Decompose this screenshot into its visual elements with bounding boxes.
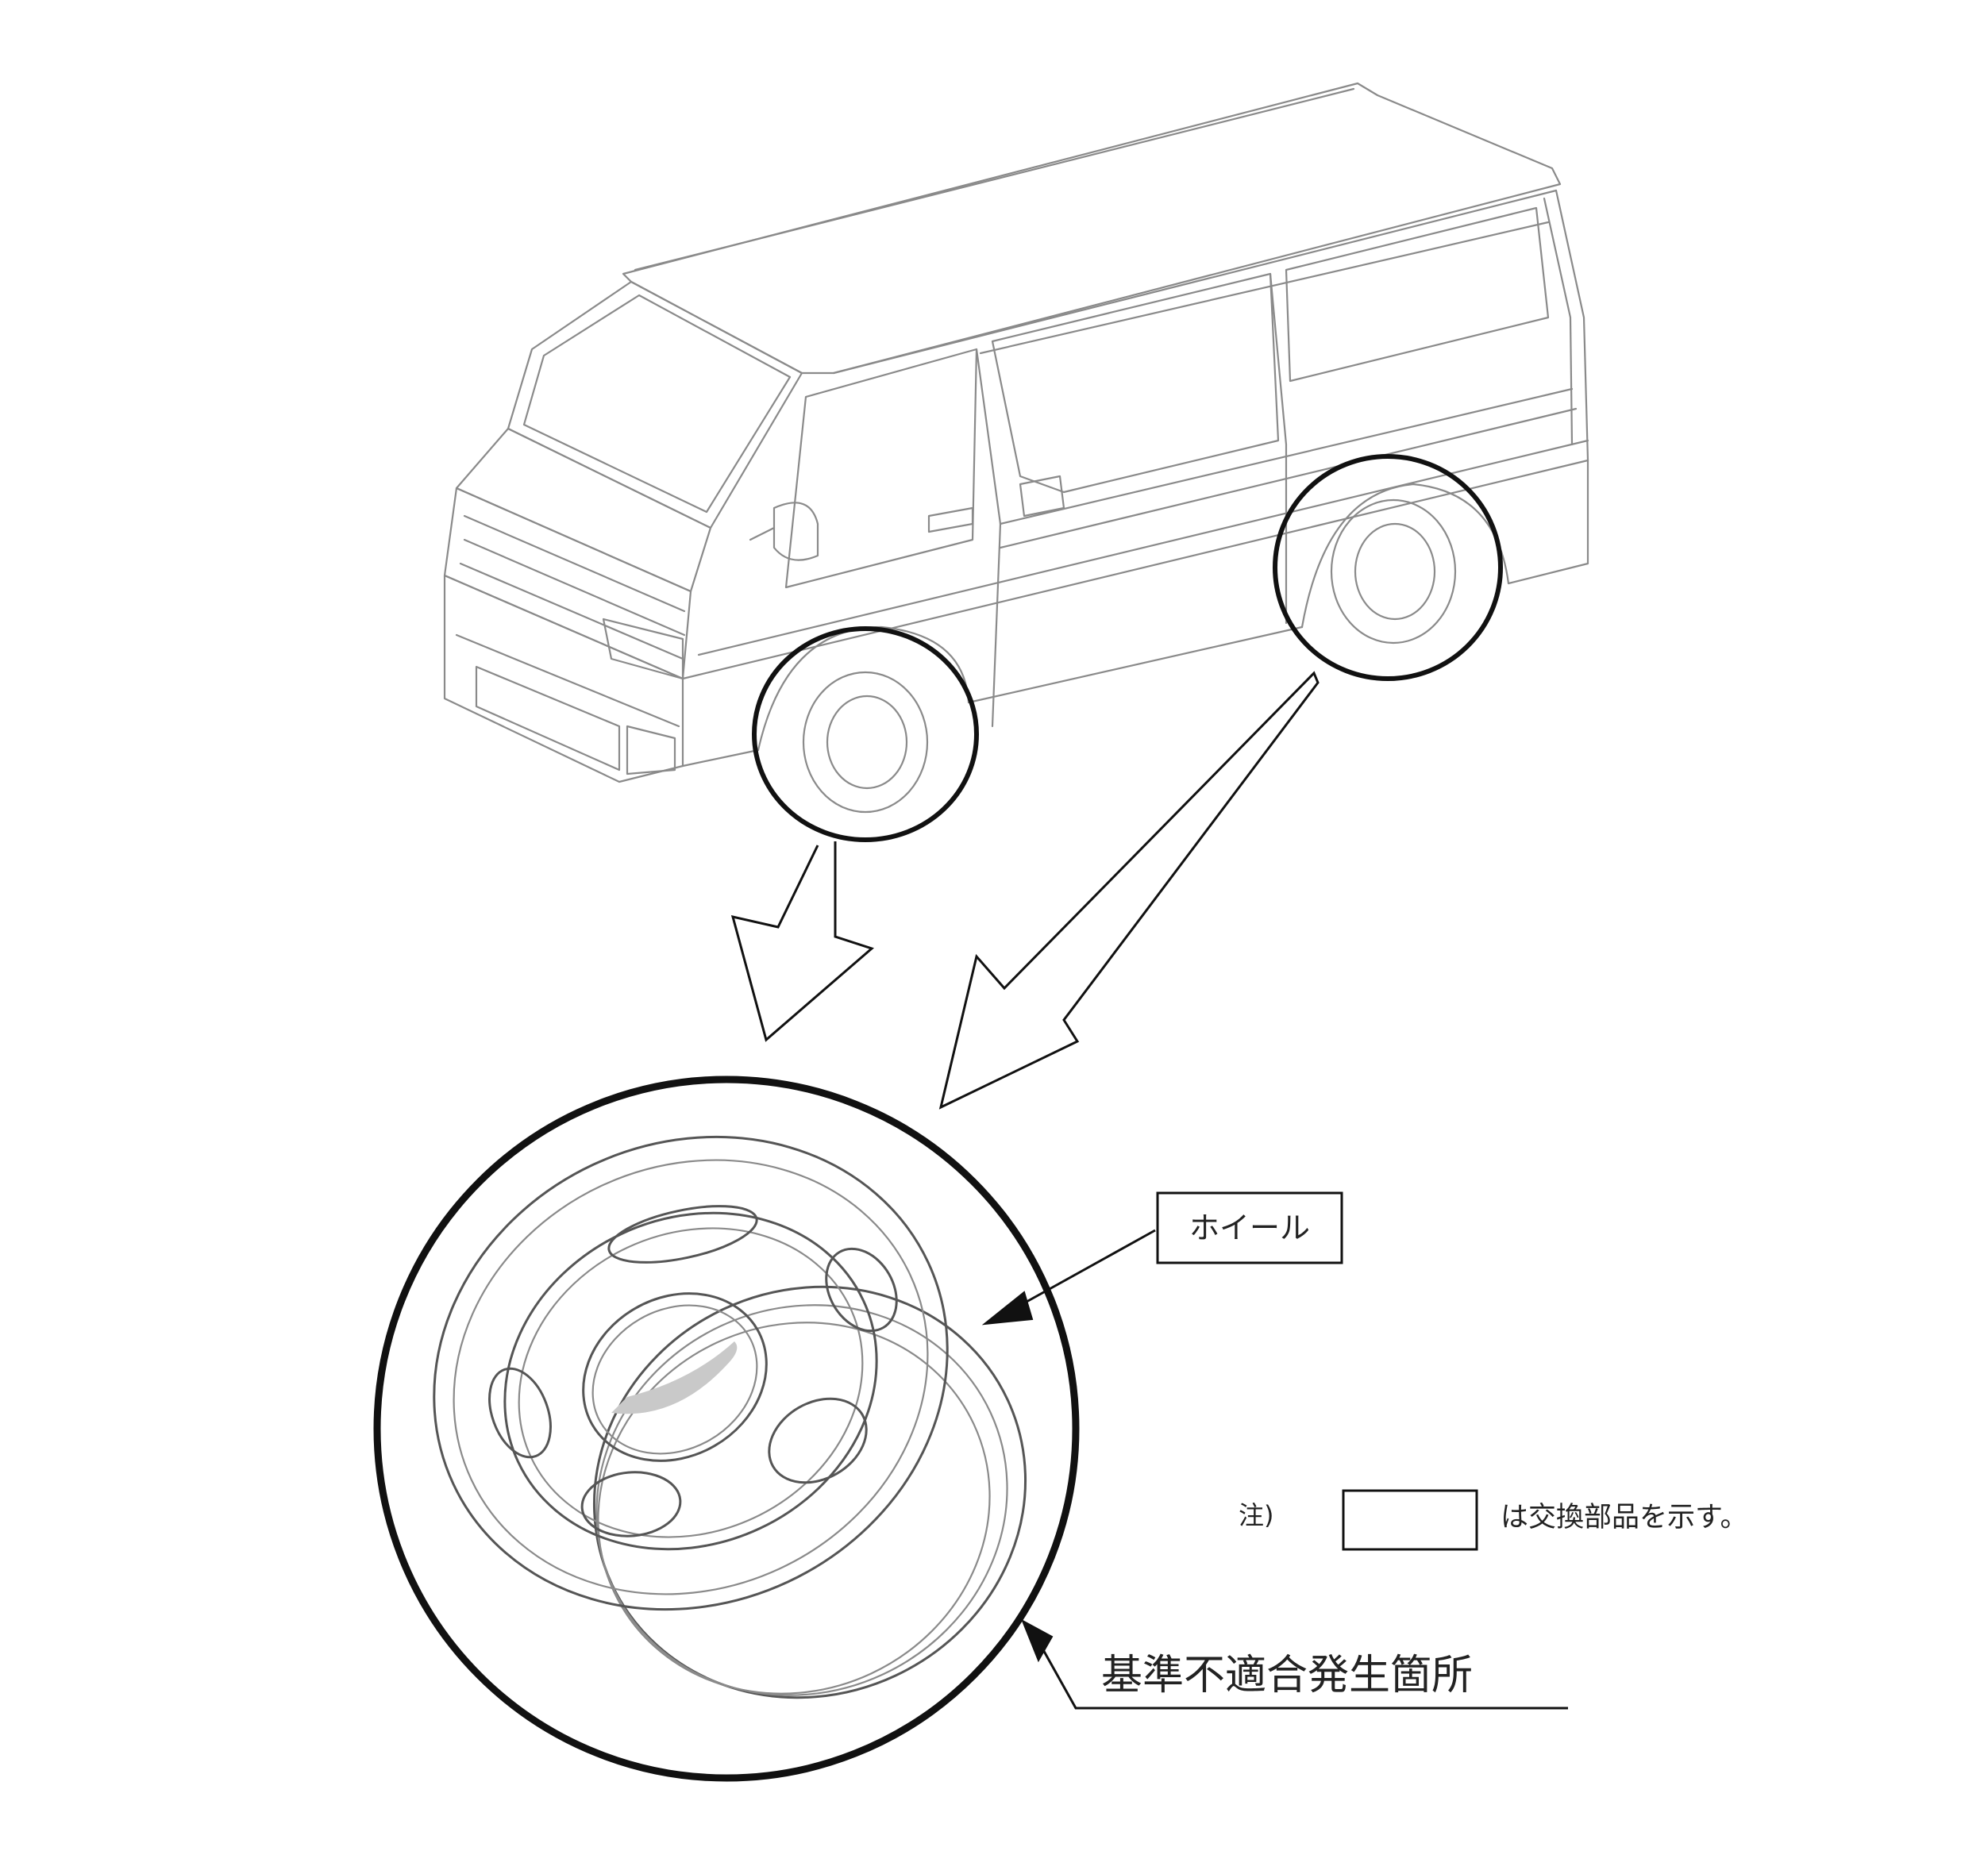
wheel-detail-circle [373, 1076, 1080, 1782]
wheel-detail [433, 1135, 1027, 1699]
rear-wheel-highlight [1273, 454, 1503, 681]
note-prefix: 注) [1239, 1500, 1274, 1530]
note-text: は交換部品を示す。 [1501, 1502, 1748, 1534]
defect-location-label: 基準不適合発生箇所 [1101, 1652, 1473, 1699]
wheel-label: ホイール [1189, 1210, 1310, 1245]
van-illustration [443, 82, 1589, 814]
note-sample-box [1342, 1489, 1478, 1551]
arrow-from-front-wheel [730, 841, 874, 1042]
arrow-from-rear-wheel [938, 671, 1320, 1110]
front-wheel-highlight [752, 626, 979, 842]
wheel-label-box [1156, 1191, 1343, 1264]
